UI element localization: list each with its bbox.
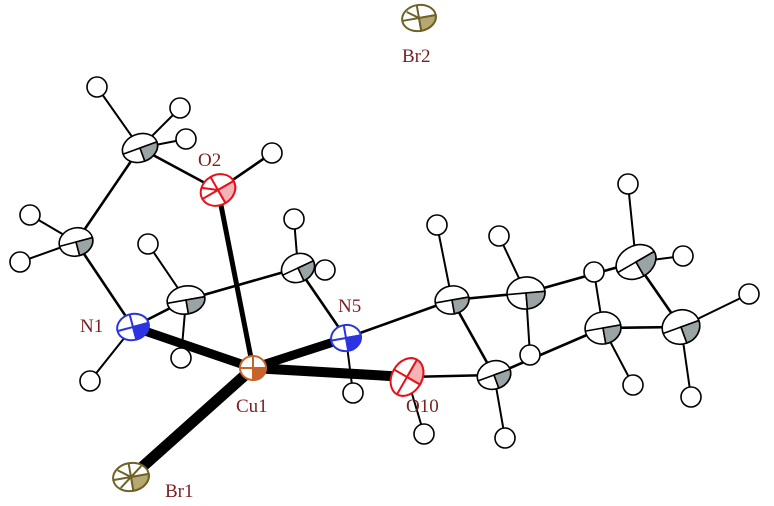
hydrogen-atom: [342, 382, 364, 404]
label-o10: O10: [406, 396, 439, 417]
label-cu1: Cu1: [236, 396, 268, 417]
nitrogen-atom-n1: [116, 312, 150, 342]
carbon-atom: [584, 311, 622, 345]
hydrogen-atom: [622, 374, 644, 396]
hydrogen-atom: [494, 427, 516, 449]
carbon-atom: [121, 132, 159, 164]
atom-labels: Br2 O2 N1 N5 Cu1 O10 Br1: [80, 46, 439, 502]
hydrogen-atom: [413, 423, 435, 445]
nitrogen-atom-n5: [330, 323, 362, 353]
hydrogen-atom: [680, 386, 702, 408]
label-o2: O2: [198, 150, 221, 171]
hydrogen-atoms: [9, 76, 760, 449]
label-br1: Br1: [165, 481, 194, 502]
bromine-atom-br1: [112, 461, 150, 493]
hydrogen-atom: [79, 370, 101, 392]
hydrogen-atom: [283, 208, 305, 230]
oxygen-atom-o2: [199, 173, 237, 207]
hydrogen-atom: [488, 225, 510, 247]
hydrogen-atom: [426, 214, 448, 236]
hydrogen-atom: [738, 283, 760, 305]
carbon-atom: [58, 226, 94, 258]
carbon-atom: [166, 285, 206, 315]
label-n5: N5: [338, 296, 361, 317]
carbon-atom: [506, 276, 546, 310]
bromine-atom-br2: [401, 3, 437, 33]
hydrogen-atom: [583, 261, 605, 283]
hydrogen-atom: [86, 76, 108, 98]
hydrogen-atom: [261, 142, 283, 164]
oxygen-atom-o10: [389, 357, 425, 397]
label-br2: Br2: [402, 46, 431, 67]
hydrogen-atom: [170, 347, 192, 369]
carbon-atom: [661, 308, 701, 346]
carbon-atom: [615, 243, 657, 281]
hydrogen-atom: [9, 251, 31, 273]
copper-coordination-bonds: [125, 187, 412, 483]
hydrogen-atom: [617, 173, 639, 195]
hydrogen-atom: [19, 204, 41, 226]
carbon-atom: [434, 285, 470, 315]
hydrogen-atom: [314, 259, 336, 281]
carbon-atoms: [58, 132, 701, 391]
hydrogen-atom: [169, 97, 191, 119]
carbon-atom: [476, 359, 512, 391]
carbon-atom: [280, 252, 316, 284]
hydrogen-atom: [672, 245, 694, 267]
hydrogen-atom: [137, 233, 159, 255]
hydrogen-atom: [175, 128, 197, 150]
hydrogen-atom: [519, 344, 541, 366]
copper-atom-cu1: [239, 355, 268, 382]
label-n1: N1: [80, 316, 103, 337]
